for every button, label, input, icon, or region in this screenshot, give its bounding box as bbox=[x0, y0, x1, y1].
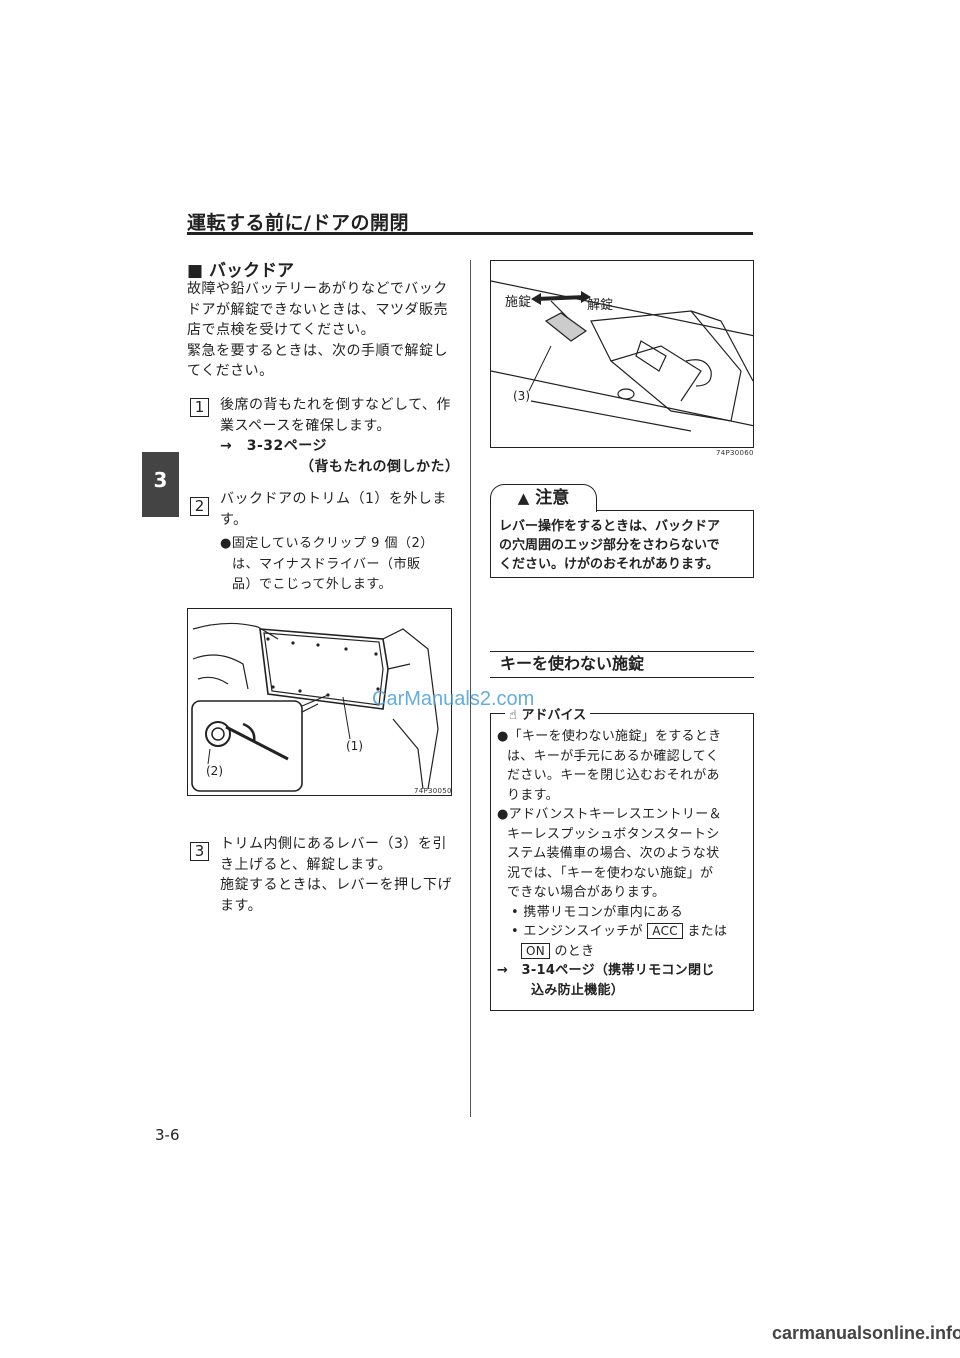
step-line: 後席の背もたれを倒すなどして、作 bbox=[220, 397, 451, 413]
advice-sub-item: • 携帯リモコンが車内にある bbox=[511, 904, 684, 920]
page-reference-title: （背もたれの倒しかた） bbox=[300, 458, 460, 475]
lever-drawing bbox=[491, 280, 753, 432]
step-2-number: 2 bbox=[190, 497, 209, 516]
advice-line: ります。 bbox=[507, 787, 559, 803]
step-3-number: 3 bbox=[190, 842, 209, 861]
caution-line: レバー操作をするときは、バックドア bbox=[499, 519, 721, 534]
step-line: ます。 bbox=[220, 897, 263, 914]
bullet-line: 品）でこじって外します。 bbox=[232, 577, 393, 592]
step-line: トリム内側にあるレバー（3）を引 bbox=[220, 836, 447, 852]
advice-line: ステム装備車の場合、次のような状 bbox=[507, 846, 720, 861]
watermark-footer: carmanualsonline.info bbox=[772, 1323, 960, 1343]
label-trim: (1) bbox=[346, 739, 363, 753]
intro-paragraph: 故障や鉛バッテリーあがりなどでバック ドアが解錠できないときは、マツダ販売 店で… bbox=[187, 279, 459, 382]
page-reference-title: 込み防止機能） bbox=[531, 982, 625, 998]
step-line: き上げると、解錠します。 bbox=[220, 856, 393, 873]
advice-line: ださい。キーを閉じ込むおそれがあ bbox=[507, 768, 720, 783]
step-line: 業スペースを確保します。 bbox=[220, 417, 391, 434]
intro-line: 店で点検を受けてください。 bbox=[187, 322, 376, 338]
page-reference: → 3-14ページ（携帯リモコン閉じ bbox=[497, 963, 715, 978]
figure-code-2: 74P30060 bbox=[716, 449, 754, 457]
caution-box: レバー操作をするときは、バックドア の穴周囲のエッジ部分をさわらないで ください… bbox=[490, 510, 754, 578]
advice-box: ●「キーを使わない施錠」をするとき は、キーが手元にあるか確認してく ださい。キ… bbox=[490, 713, 754, 1011]
advice-line: できない場合があります。 bbox=[507, 885, 666, 900]
trim-drawing bbox=[191, 622, 439, 792]
advice-line: は、キーが手元にあるか確認してく bbox=[507, 748, 720, 764]
pointing-hand-icon: ☝ bbox=[509, 708, 517, 723]
page-number: 3-6 bbox=[155, 1126, 180, 1144]
caution-line: ください。けがのおそれがあります。 bbox=[499, 557, 719, 572]
intro-line: 緊急を要するときは、次の手順で解錠し bbox=[187, 342, 448, 359]
advice-sub-item: ON のとき bbox=[497, 942, 747, 962]
step-1-number: 1 bbox=[190, 398, 209, 417]
lever-illustration: 施錠 解錠 (3) 74P30060 bbox=[490, 260, 754, 448]
section-title-keyless-lock: キーを使わない施錠 bbox=[490, 651, 754, 678]
intro-line: ドアが解錠できないときは、マツダ販売 bbox=[187, 301, 448, 318]
figure-code: 74P30050 bbox=[414, 787, 452, 795]
page-reference: → 3-32ページ bbox=[220, 438, 327, 454]
advice-sub-text: のとき bbox=[554, 943, 595, 959]
caution-title: 注意 bbox=[535, 488, 570, 508]
label-lever: (3) bbox=[513, 389, 530, 403]
advice-line: ●「キーを使わない施錠」をするとき bbox=[497, 729, 722, 744]
caution-line: の穴周囲のエッジ部分をさわらないで bbox=[499, 538, 720, 553]
warning-triangle-icon: ▲ bbox=[517, 489, 530, 507]
acc-key-label: ACC bbox=[647, 923, 683, 939]
advice-line: ●アドバンストキーレスエントリー＆ bbox=[497, 807, 722, 822]
on-key-label: ON bbox=[521, 942, 551, 959]
step-2-bullet: ●固定しているクリップ 9 個（2） は、マイナスドライバー（市販 品）でこじっ… bbox=[220, 534, 456, 596]
backdoor-trim-illustration: (1) (2) 74P30050 bbox=[187, 608, 452, 796]
advice-sub-item: • エンジンスイッチが ACC または bbox=[497, 922, 747, 942]
page-header-title: 運転する前に/ドアの開閉 bbox=[187, 212, 409, 234]
label-unlock: 解錠 bbox=[587, 298, 614, 313]
advice-title: アドバイス bbox=[521, 708, 587, 723]
advice-sub-text: または bbox=[687, 924, 728, 939]
step-2-text: バックドアのトリム（1）を外しま す。 ●固定しているクリップ 9 個（2） は… bbox=[220, 489, 456, 596]
column-divider bbox=[470, 260, 471, 1117]
caution-header: ▲ 注意 bbox=[490, 484, 597, 512]
intro-line: てください。 bbox=[187, 363, 274, 379]
step-3-text: トリム内側にあるレバー（3）を引 き上げると、解錠します。 施錠するときは、レバ… bbox=[220, 834, 456, 916]
intro-line: 故障や鉛バッテリーあがりなどでバック bbox=[187, 281, 448, 297]
watermark: CarManuals2.com bbox=[372, 688, 535, 710]
bullet-line: は、マイナスドライバー（市販 bbox=[232, 556, 421, 572]
advice-line: 況では、「キーを使わない施錠」が bbox=[507, 865, 714, 881]
advice-sub-text: • エンジンスイッチが bbox=[511, 924, 643, 939]
label-clip: (2) bbox=[206, 764, 223, 778]
advice-header: ☝ アドバイス bbox=[505, 704, 591, 723]
step-line: バックドアのトリム（1）を外しま bbox=[220, 491, 447, 507]
step-line: す。 bbox=[220, 511, 248, 528]
step-line: 施錠するときは、レバーを押し下げ bbox=[220, 877, 452, 893]
step-1-text: 後席の背もたれを倒すなどして、作 業スペースを確保します。 → 3-32ページ … bbox=[220, 395, 460, 477]
header-rule bbox=[187, 232, 753, 235]
section-title-backdoor: ■ バックドア bbox=[187, 261, 294, 281]
chapter-tab: 3 bbox=[142, 452, 179, 517]
label-lock: 施錠 bbox=[505, 295, 532, 310]
advice-line: キーレスプッシュボタンスタートシ bbox=[507, 826, 720, 842]
bullet-line: ●固定しているクリップ 9 個（2） bbox=[220, 536, 434, 551]
